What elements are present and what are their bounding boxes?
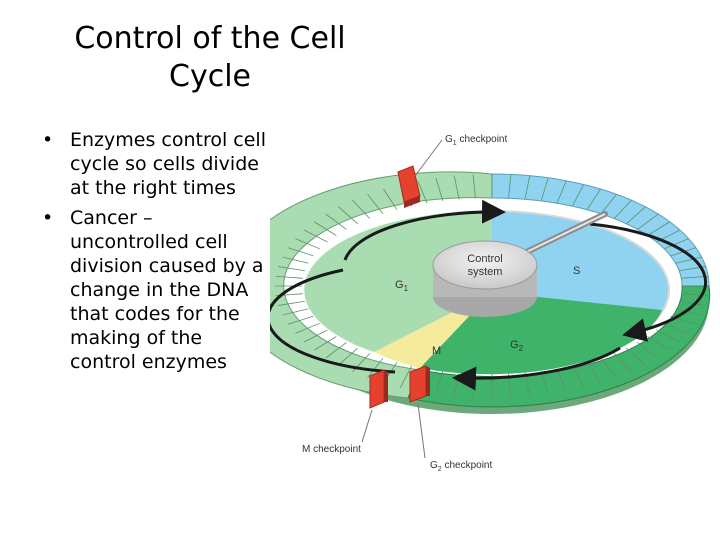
ring-tick (556, 368, 567, 392)
ring-tick (540, 177, 549, 202)
ring-tick (600, 357, 617, 378)
cycle-arrow-right (589, 222, 708, 342)
ring-tick (287, 315, 314, 325)
cycle-arrow-left (270, 268, 396, 374)
ring-tick (647, 221, 670, 236)
g1-checkpoint-pointer (414, 139, 443, 177)
phase-label-s: S (573, 265, 580, 277)
ring-tick (367, 194, 384, 215)
bullet-item: Cancer – uncontrolled cell division caus… (40, 206, 270, 374)
ring-tick (675, 256, 702, 264)
ring-tick (647, 336, 670, 351)
ring-tick (637, 342, 659, 359)
ring-tick (314, 221, 337, 236)
ring-tick (367, 357, 384, 378)
ring-tick (626, 206, 646, 225)
control-label-line-2: system (468, 266, 503, 278)
ring-tick (278, 300, 305, 306)
g2-checkpoint-barrier (409, 365, 430, 403)
ring-tick (338, 206, 358, 225)
ring-tick (383, 188, 398, 211)
ring-tick (472, 174, 476, 199)
bullet-item: Enzymes control cell cycle so cells divi… (40, 128, 270, 200)
ring-tick (303, 229, 328, 243)
title-line-1: Control of the Cell (74, 21, 346, 56)
ring-tick (626, 347, 646, 366)
cell-cycle-diagram: Control system G1 S G2 M G1 checkpoint M… (270, 134, 711, 473)
m-checkpoint-pointer (361, 409, 373, 443)
ring-tick (275, 275, 303, 279)
ring-tick (586, 188, 601, 211)
ring-tick (664, 238, 689, 250)
cycle-arrow-top (343, 199, 506, 261)
ring-tick (282, 308, 309, 316)
ring-tick (417, 180, 428, 204)
ring-tick (282, 256, 309, 264)
ring-tick (613, 353, 632, 373)
ring-tick (435, 370, 444, 395)
ring-tick (352, 199, 371, 219)
m-checkpoint-barrier (369, 369, 388, 409)
ring-tick (681, 293, 709, 297)
ring-tick (656, 329, 681, 343)
slide-title: Control of the Cell Cycle (30, 20, 390, 96)
control-label-line-1: Control (467, 253, 502, 265)
ring-tick (664, 322, 689, 334)
ring-tick (675, 308, 702, 316)
ring-tick (508, 174, 512, 199)
ring-tick (613, 199, 632, 219)
ring-tick (600, 194, 617, 215)
ring-tick (325, 342, 347, 359)
phase-label-g1: G1 (395, 279, 409, 293)
g2-checkpoint-label: G2 checkpoint (430, 460, 492, 473)
ring-tick (540, 370, 549, 395)
ring-tick (453, 175, 460, 200)
ring-tick (338, 347, 358, 366)
sector-g1 (304, 211, 492, 352)
ring-tick (295, 238, 320, 250)
g2-checkpoint-pointer (417, 403, 426, 459)
phase-label-m: M (432, 345, 441, 357)
ring-tick (287, 247, 314, 257)
cycle-arrow-bottom (452, 346, 621, 391)
phase-label-g2: G2 (510, 339, 524, 353)
g1-checkpoint-barrier (397, 165, 421, 208)
title-line-2: Cycle (169, 59, 251, 94)
bullet-list: Enzymes control cell cycle so cells divi… (40, 128, 270, 380)
ring-tick (556, 180, 567, 204)
g1-checkpoint-label: G1 checkpoint (445, 134, 507, 147)
ring-tick (524, 175, 531, 200)
ring-tick (571, 184, 585, 207)
ring-tick (435, 177, 444, 202)
ring-tick (295, 322, 320, 334)
control-hub-top (432, 240, 538, 290)
ring-tick (586, 361, 601, 384)
ring-tick (637, 213, 659, 230)
ring-tick (278, 266, 305, 272)
ring-tick (325, 213, 347, 230)
ring-tick (314, 336, 337, 351)
ring-tick (571, 365, 585, 388)
ring-tick (303, 329, 328, 343)
ring-tick (679, 300, 706, 306)
m-checkpoint-label: M checkpoint (302, 444, 361, 455)
ring-tick (399, 365, 413, 388)
